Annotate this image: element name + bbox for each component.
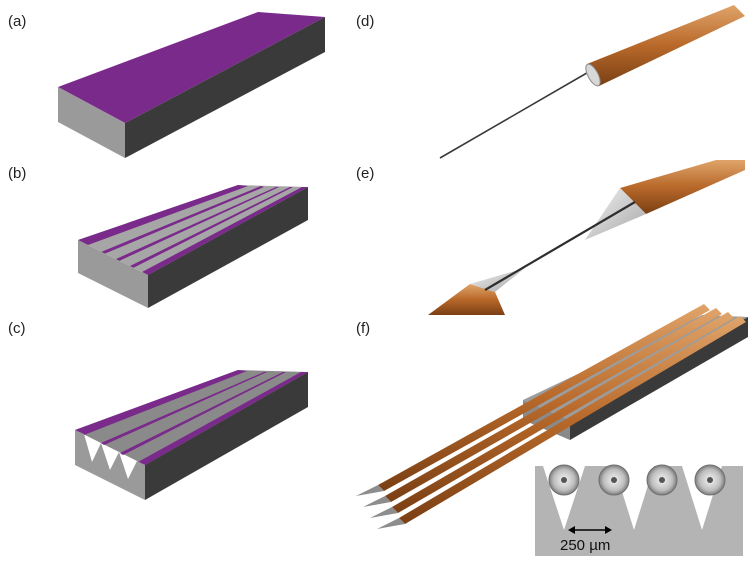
substrate-side-face xyxy=(125,17,325,158)
panel-b-substrate xyxy=(78,185,308,308)
substrate-side-face xyxy=(145,372,308,500)
inset-cross-section: 250 µm xyxy=(535,464,743,556)
coating-stripe xyxy=(101,372,267,445)
fiber xyxy=(363,308,722,507)
substrate-side-face xyxy=(148,187,308,308)
panel-e-taper xyxy=(428,160,745,315)
panel-label-e: (e) xyxy=(356,165,374,182)
panel-a-substrate xyxy=(58,12,325,158)
panel-label-c: (c) xyxy=(8,320,26,337)
scale-bar-label: 250 µm xyxy=(560,537,610,554)
groove-front-face xyxy=(75,430,145,500)
scale-arrow xyxy=(568,526,612,534)
coating-stripe xyxy=(130,187,293,268)
fiber-core xyxy=(439,69,593,159)
panel-label-a: (a) xyxy=(8,13,26,30)
panel-label-d: (d) xyxy=(356,13,374,30)
coating-stripe xyxy=(138,372,308,465)
fiber xyxy=(356,304,710,496)
fiber xyxy=(370,312,734,518)
panel-label-f: (f) xyxy=(356,320,370,337)
panel-label-b: (b) xyxy=(8,165,26,182)
fiber xyxy=(377,316,746,529)
substrate-front-face xyxy=(78,240,148,308)
chip-side-face xyxy=(570,317,748,440)
substrate-top-coating xyxy=(58,12,325,123)
coating-stripe xyxy=(101,186,264,254)
panel-c-substrate xyxy=(75,370,308,500)
fiber-jacket-right xyxy=(620,160,745,214)
panel-f-fiber-array xyxy=(356,304,748,529)
fiber-cross-section xyxy=(694,464,726,496)
coating-stripe xyxy=(142,187,308,275)
fiber-jacket xyxy=(587,5,745,86)
fiber-cross-section xyxy=(646,464,678,496)
fiber-cross-section xyxy=(548,464,580,496)
coating-stripe xyxy=(78,185,248,245)
fiber-jacket-left xyxy=(428,284,505,315)
coating-stripe xyxy=(116,187,279,261)
panel-d-fiber xyxy=(439,5,745,159)
coating-stripe xyxy=(75,370,247,435)
groove-substrate xyxy=(535,466,743,556)
tapered-waist xyxy=(484,201,636,291)
substrate-front-face xyxy=(58,87,125,158)
fiber-cross-section xyxy=(598,464,630,496)
fiber-jacket-end xyxy=(585,63,601,87)
coating-stripe xyxy=(120,372,286,455)
